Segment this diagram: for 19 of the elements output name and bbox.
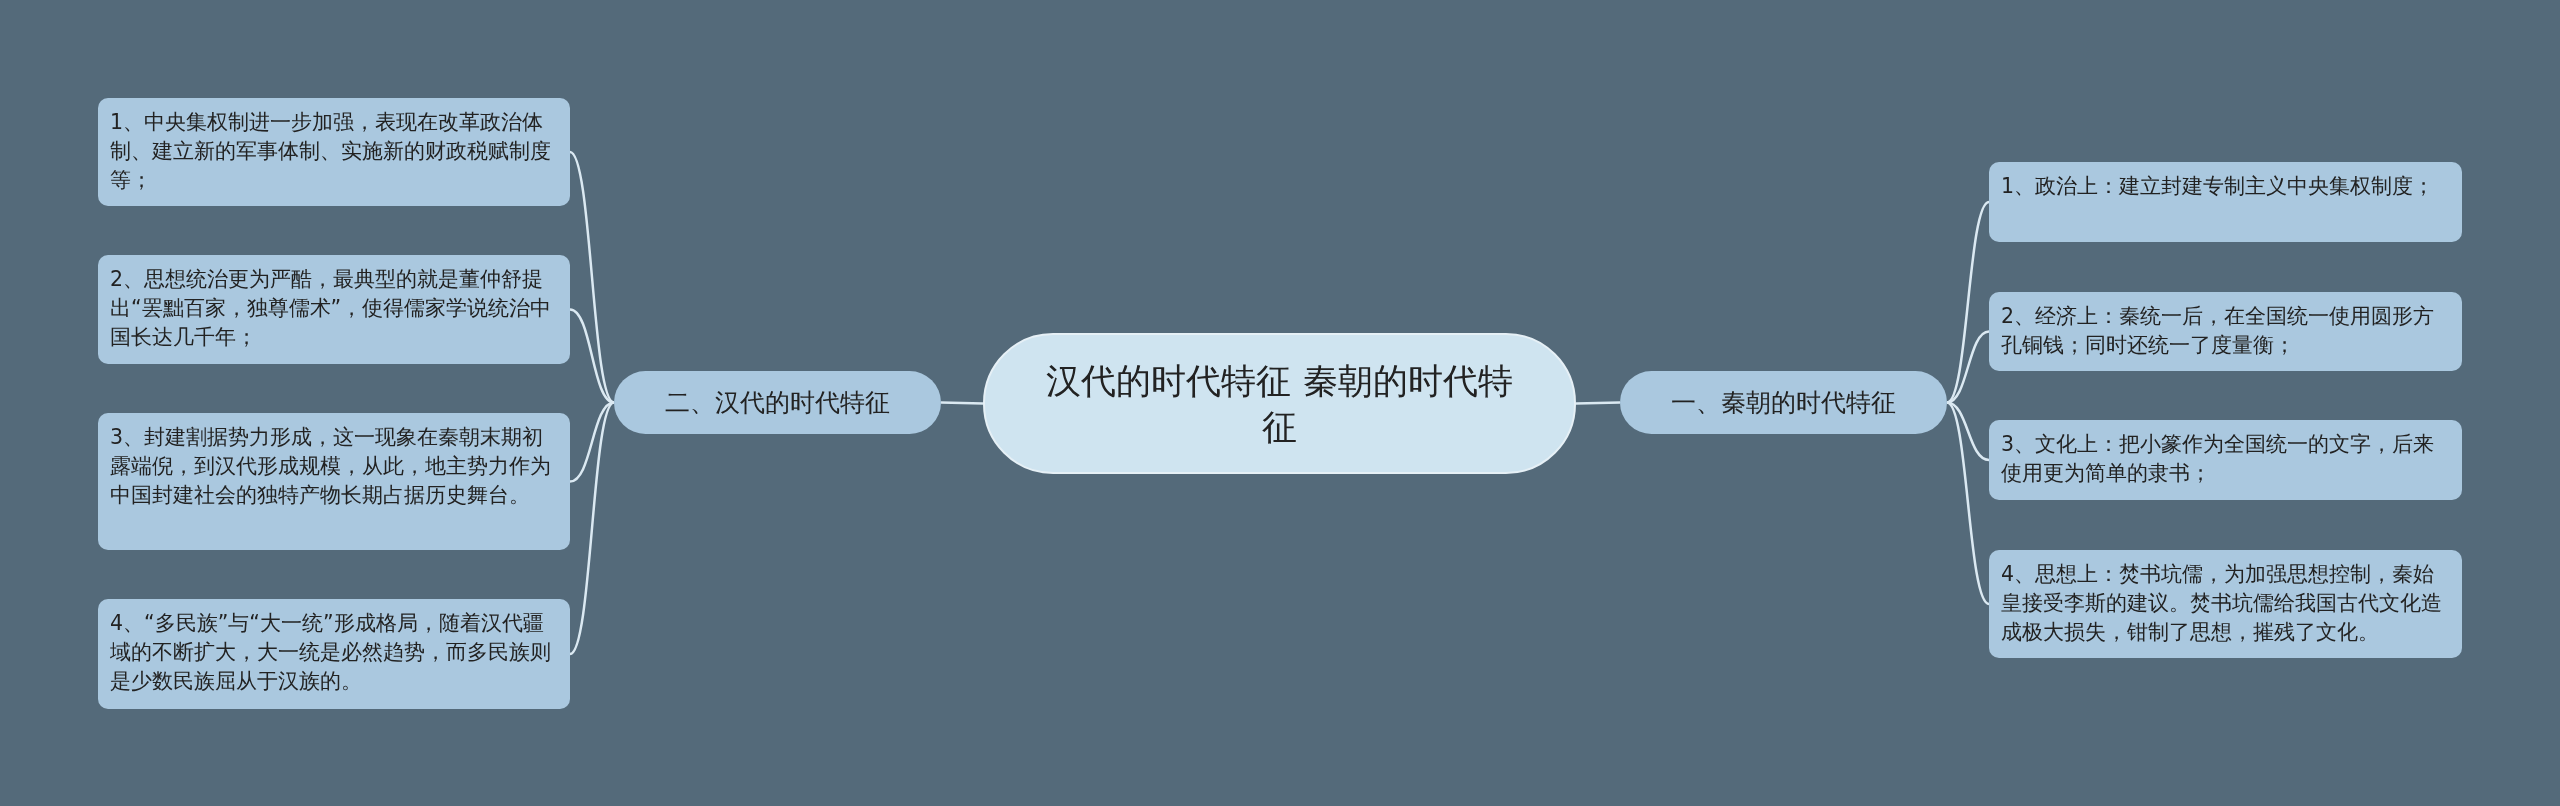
leaf-box: 3、文化上：把小篆作为全国统一的文字，后来使用更为简单的隶书； [1989,420,2462,500]
leaf-box: 2、思想统治更为严酷，最典型的就是董仲舒提出“罢黜百家，独尊儒术”，使得儒家学说统治中国长达几千年； [98,255,570,364]
connector-line [569,151,615,404]
connector-line [569,308,615,404]
connector-line [1946,201,1990,404]
connector-line [940,401,984,405]
leaf-box: 1、中央集权制进一步加强，表现在改革政治体制、建立新的军事体制、实施新的财政税赋制度等； [98,98,570,206]
leaf-box: 4、“多民族”与“大一统”形成格局，随着汉代疆域的不断扩大，大一统是必然趋势，而多民族则是少数民族屈从于汉族的。 [98,599,570,709]
connector-line [1946,330,1990,404]
central-topic: 汉代的时代特征 秦朝的时代特征 [983,333,1576,474]
leaf-box: 3、封建割据势力形成，这一现象在秦朝末期初露端倪，到汉代形成规模，从此，地主势力作为中国封建社会的独特产物长期占据历史舞台。 [98,413,570,550]
branch-topic: 一、秦朝的时代特征 [1620,371,1947,434]
connector-line [1946,401,1990,605]
connector-line [569,401,615,655]
leaf-box: 2、经济上：秦统一后，在全国统一使用圆形方孔铜钱；同时还统一了度量衡； [1989,292,2462,371]
connector-line [1575,401,1621,405]
leaf-box: 1、政治上：建立封建专制主义中央集权制度； [1989,162,2462,242]
branch-topic: 二、汉代的时代特征 [614,371,941,434]
leaf-box: 4、思想上：焚书坑儒，为加强思想控制，秦始皇接受李斯的建议。焚书坑儒给我国古代文化造成极大损失，钳制了思想，摧残了文化。 [1989,550,2462,658]
